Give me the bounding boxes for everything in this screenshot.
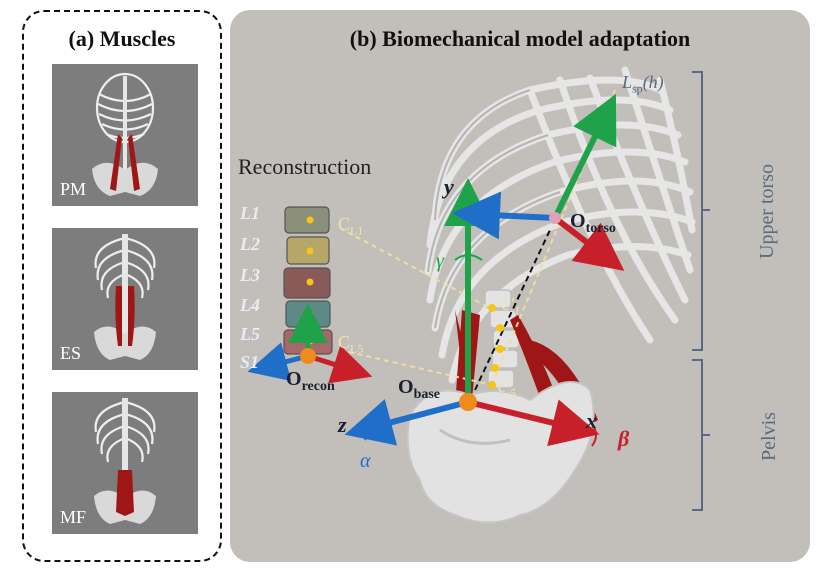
c1-label: c′1 — [502, 294, 520, 319]
section-brackets — [692, 71, 710, 511]
origin-torso-sub: torso — [585, 221, 616, 236]
axis-z-label: z — [338, 412, 347, 437]
muscle-thumb-es: ES — [52, 228, 198, 370]
skeleton-pm-image — [92, 72, 158, 196]
origin-base-main: O — [398, 376, 414, 398]
vertebra-label-l2: L2 — [240, 234, 260, 254]
origin-torso-label: Otorso — [570, 210, 616, 237]
thumb-label-mf: MF — [60, 507, 87, 527]
muscle-thumb-mf: MF — [52, 392, 198, 534]
angle-alpha-label: α — [360, 450, 371, 472]
muscle-thumb-pm: PM — [52, 64, 198, 206]
axis-y-label: y — [444, 174, 454, 199]
thumb-label-pm: PM — [60, 179, 87, 199]
panel-model-adaptation: (b) Biomechanical model adaptation — [230, 10, 810, 562]
thumb-label-es: ES — [60, 343, 82, 363]
vertebra-label-l1: L1 — [240, 203, 260, 223]
origin-base-sub: base — [413, 387, 441, 402]
section-label-pelvis: Pelvis — [757, 412, 780, 461]
recon-frame — [247, 303, 373, 384]
origin-torso-main: O — [570, 210, 586, 232]
panel-a-title: (a) Muscles — [68, 26, 176, 51]
vertebra-label-l4: L4 — [240, 295, 260, 315]
angle-gamma-label: γ — [436, 250, 444, 272]
centroid-l5-sub: L5 — [350, 341, 364, 356]
axis-x-label: x — [586, 408, 597, 433]
centroid-label-l1: CL1 — [338, 214, 363, 239]
origin-recon-label: Orecon — [286, 368, 335, 395]
centroid-l1-main: C — [338, 214, 351, 234]
vertebra-label-l3: L3 — [240, 265, 260, 285]
reconstruction-title: Reconstruction — [238, 154, 372, 179]
lsp-arg: (h) — [642, 72, 664, 92]
model-scene — [247, 66, 710, 524]
centroid-l1-sub: L1 — [350, 223, 364, 238]
origin-recon-main: O — [286, 368, 302, 390]
torso-frame — [452, 93, 625, 271]
c5-sub: 5 — [509, 385, 516, 400]
lsp-sub: sp — [632, 81, 643, 96]
c5-main: c — [498, 376, 506, 396]
skeleton-mf-image — [94, 398, 156, 524]
panel-muscles: (a) Muscles PM ES — [22, 10, 222, 562]
c1-main: c — [502, 294, 510, 314]
angle-beta-label: β — [618, 426, 630, 451]
c1-sub: 1 — [513, 303, 520, 318]
lsp-label: Lsp(h) — [622, 72, 664, 97]
panel-b-title: (b) Biomechanical model adaptation — [349, 26, 691, 51]
c5-prime: ′ — [506, 376, 510, 396]
origin-base-label: Obase — [398, 376, 440, 403]
pelvis — [406, 381, 595, 524]
section-label-upper-torso: Upper torso — [755, 164, 778, 259]
lsp-main: L — [622, 72, 633, 92]
vertebra-label-l5: L5 — [240, 324, 260, 344]
c1-prime: ′ — [510, 294, 514, 314]
centroid-label-l5: CL5 — [338, 332, 363, 357]
vertebra-label-s1: S1 — [240, 352, 260, 372]
c5-label: c′5 — [498, 376, 516, 401]
centroid-l5-main: C — [338, 332, 351, 352]
skeleton-es-image — [94, 234, 156, 360]
pelvis-shading — [439, 428, 511, 445]
origin-recon-sub: recon — [301, 379, 335, 394]
